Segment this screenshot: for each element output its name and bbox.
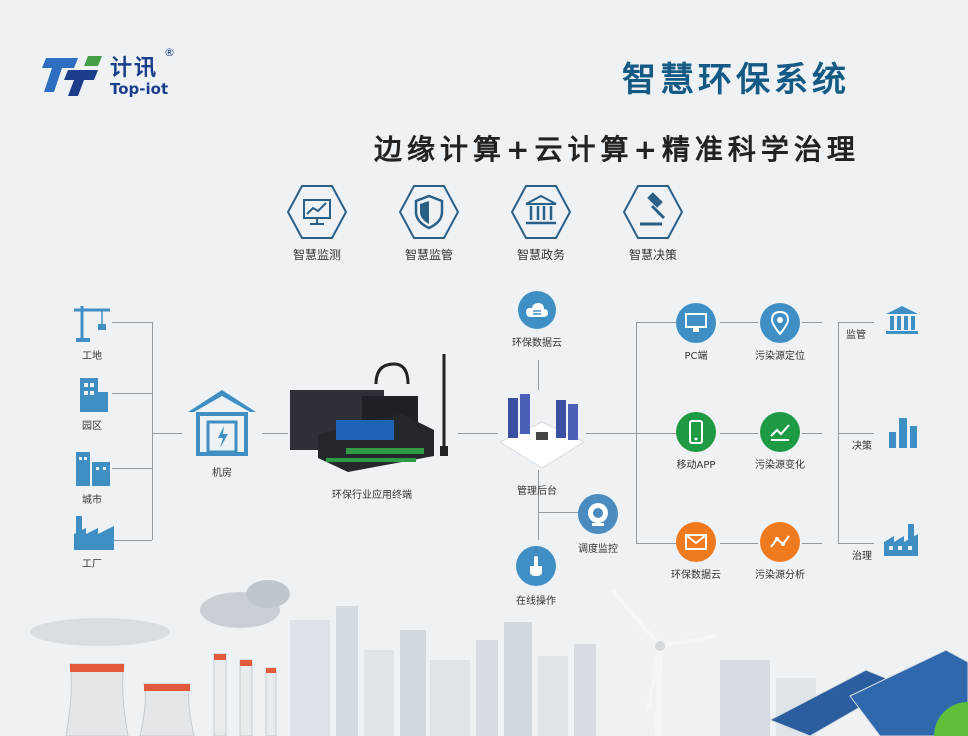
pollution-label-change: 污染源变化 <box>755 460 805 471</box>
app-label-mobile: 移动APP <box>676 460 716 471</box>
connector-line <box>802 322 822 323</box>
monitor-chart-icon <box>286 185 348 239</box>
industrial-skyline-illustration <box>30 580 968 736</box>
mail-icon <box>676 522 716 562</box>
connector-line <box>538 470 539 540</box>
connector-line <box>720 433 758 434</box>
connector-line <box>802 543 822 544</box>
feature-label-decision: 智慧决策 <box>628 248 677 262</box>
source-label-park: 园区 <box>82 421 102 432</box>
source-label-city: 城市 <box>82 495 102 506</box>
crane-icon <box>74 306 110 342</box>
connector-line <box>112 540 152 541</box>
pollution-label-analysis: 污染源分析 <box>755 570 805 581</box>
connector-line <box>112 322 152 323</box>
brand-logo-mark <box>42 56 102 96</box>
connector-line <box>262 433 288 434</box>
connector-line <box>586 433 636 434</box>
connector-line <box>720 543 758 544</box>
brand-name-en: Top-iot <box>110 80 169 98</box>
backend-cloud-label: 环保数据云 <box>512 338 562 349</box>
gavel-icon <box>622 185 684 239</box>
machine-room-label: 机房 <box>212 468 232 479</box>
touch-hand-icon <box>516 546 556 586</box>
app-label-datacloud: 环保数据云 <box>671 570 721 581</box>
connector-line <box>636 322 676 323</box>
source-label-construction: 工地 <box>82 351 102 362</box>
brand-registered-mark: ® <box>164 46 175 59</box>
connector-line <box>152 322 153 540</box>
city-icon <box>76 452 110 486</box>
server-room-icon <box>498 394 586 469</box>
app-label-pc: PC端 <box>684 351 708 362</box>
outcome-label-supervise: 监管 <box>846 330 866 341</box>
mobile-icon <box>676 412 716 452</box>
backend-schedule-label: 调度监控 <box>578 544 618 555</box>
connector-line <box>802 433 822 434</box>
connector-line <box>720 322 758 323</box>
factory-outline-icon <box>884 524 918 556</box>
backend-online-label: 在线操作 <box>516 596 556 607</box>
connector-line <box>636 433 676 434</box>
connector-line <box>838 433 874 434</box>
factory-icon <box>74 516 114 550</box>
terminal-label: 环保行业应用终端 <box>332 490 412 501</box>
terminal-device-icon <box>290 354 448 472</box>
page-title: 智慧环保系统 <box>622 60 850 100</box>
source-label-factory: 工厂 <box>82 559 102 570</box>
connector-line <box>636 543 676 544</box>
camera-icon <box>578 494 618 534</box>
pollution-label-location: 污染源定位 <box>755 351 805 362</box>
outcome-label-decide: 决策 <box>852 441 872 452</box>
machine-room-icon <box>188 390 256 456</box>
connector-line <box>152 433 182 434</box>
outcome-label-govern: 治理 <box>852 551 872 562</box>
brand-name-cn: 计讯 <box>110 56 159 81</box>
trend-icon <box>760 412 800 452</box>
connector-line <box>112 393 152 394</box>
page-subtitle: 边缘计算+云计算+精准科学治理 <box>374 133 860 166</box>
bank-icon <box>886 306 918 334</box>
feature-label-government: 智慧政务 <box>516 248 565 262</box>
connector-line <box>838 543 874 544</box>
bar-chart-icon <box>889 418 917 448</box>
backend-label: 管理后台 <box>517 486 557 497</box>
connector-line <box>538 512 578 513</box>
shield-icon <box>398 185 460 239</box>
government-building-icon <box>510 185 572 239</box>
feature-label-monitoring: 智慧监测 <box>292 248 341 262</box>
cloud-icon <box>518 291 556 329</box>
connector-line <box>458 433 498 434</box>
analysis-icon <box>760 522 800 562</box>
connector-line <box>112 468 152 469</box>
connector-line <box>838 322 874 323</box>
location-pin-icon <box>760 303 800 343</box>
pc-icon <box>676 303 716 343</box>
feature-label-supervision: 智慧监管 <box>404 248 453 262</box>
park-building-icon <box>80 378 108 412</box>
connector-line <box>538 360 539 390</box>
